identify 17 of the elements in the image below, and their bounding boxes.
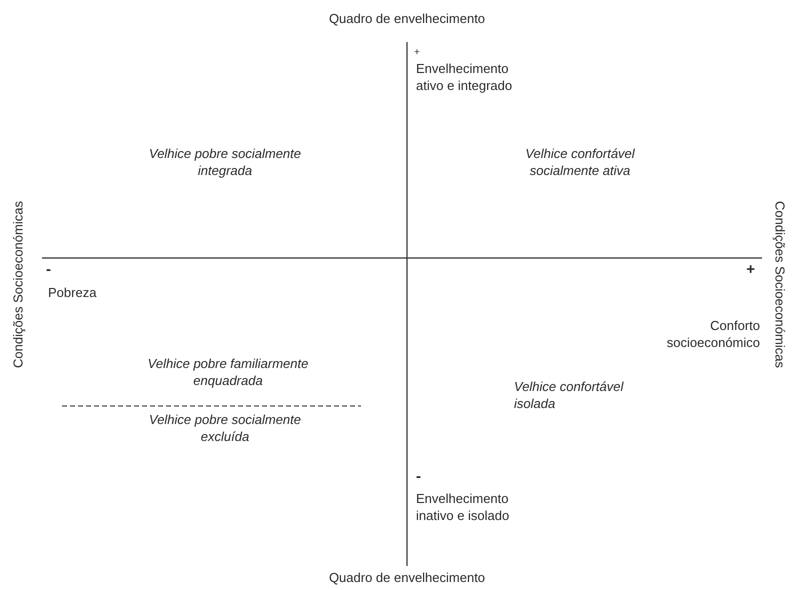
pole-label: Envelhecimento ativo e integrado	[416, 60, 514, 94]
pole-sign: -	[46, 261, 52, 278]
axis-label: Quadro de envelhecimento	[328, 569, 486, 586]
pole-sign: +	[745, 261, 755, 278]
pole-label: Conforto socioeconómico	[666, 317, 760, 351]
quadrant-label: Velhice pobre socialmente excluída	[148, 411, 302, 445]
quadrant-label: Velhice pobre familiarmente enquadrada	[146, 355, 310, 389]
axis-label: Condições Socioeconómicas	[10, 200, 26, 370]
axis-label: Quadro de envelhecimento	[328, 10, 486, 27]
quadrant-label: Velhice pobre socialmente integrada	[148, 145, 302, 179]
axis-label: Condições Socioeconómicas	[772, 200, 788, 370]
quadrant-label: Velhice confortável isolada	[514, 378, 625, 412]
pole-sign: +	[414, 46, 421, 60]
pole-sign: -	[416, 468, 422, 485]
pole-label: Pobreza	[48, 284, 98, 301]
pole-label: Envelhecimento inativo e isolado	[416, 490, 510, 524]
quadrant-label: Velhice confortável socialmente ativa	[524, 145, 636, 179]
